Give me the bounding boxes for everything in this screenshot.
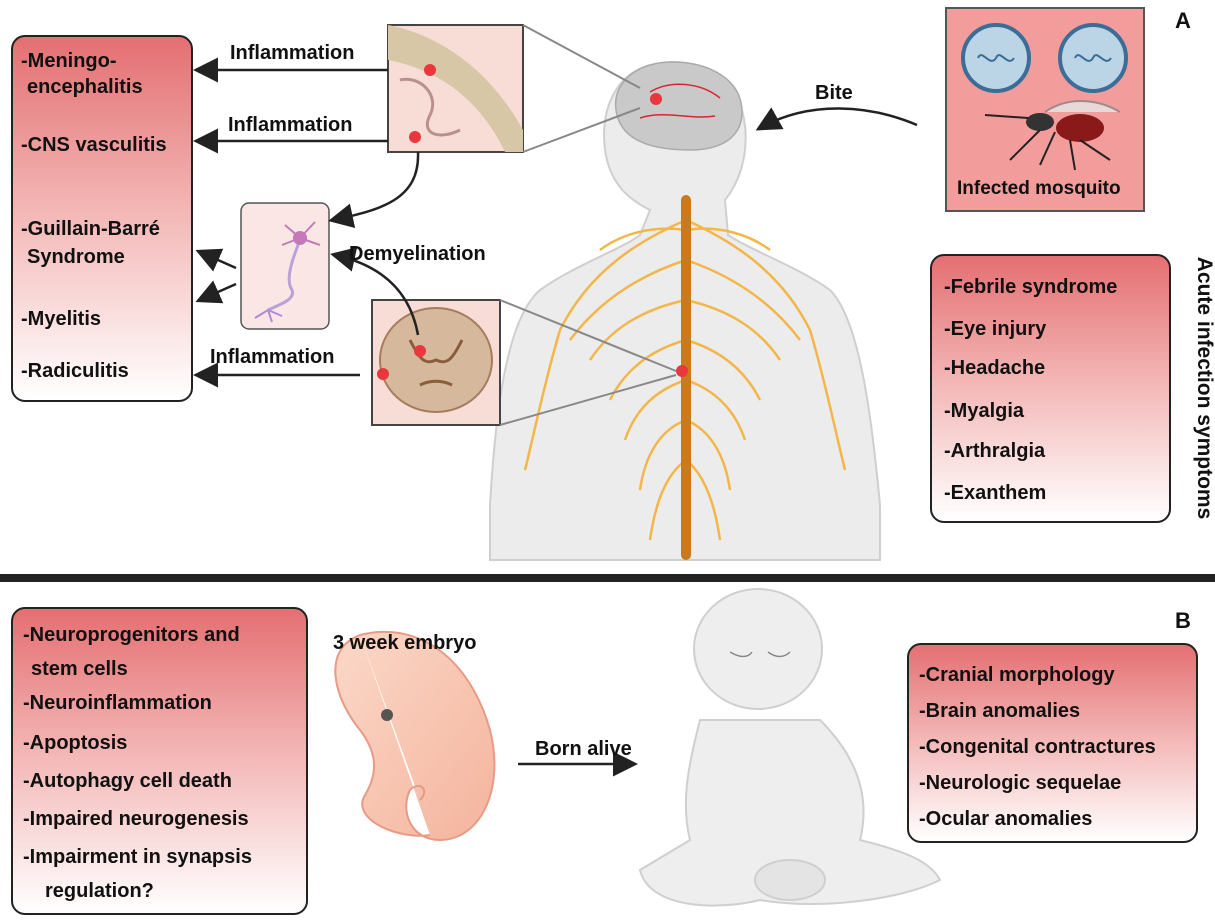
cellular-effects-box: -Neuroprogenitors and stem cells -Neuroi… (11, 607, 308, 915)
embryo-label: 3 week embryo (333, 632, 476, 655)
list-item: -Neuroinflammation (23, 691, 212, 715)
congenital-outcomes-box: -Cranial morphology -Brain anomalies -Co… (907, 643, 1198, 843)
list-item: -Eye injury (944, 317, 1046, 341)
embryo-figure (335, 632, 494, 840)
list-item: stem cells (31, 657, 128, 681)
cns-manifestations-box: -Meningo- encephalitis -CNS vasculitis -… (11, 35, 193, 402)
panel-b-letter: B (1175, 608, 1191, 634)
bite-label: Bite (815, 82, 853, 105)
list-item: -Congenital contractures (919, 735, 1156, 759)
list-item: -Myelitis (21, 307, 101, 331)
list-item: -Radiculitis (21, 359, 129, 383)
list-item: -Arthralgia (944, 439, 1045, 463)
list-item: -Febrile syndrome (944, 275, 1117, 299)
list-item: -Myalgia (944, 399, 1024, 423)
mosquito-caption: Infected mosquito (957, 178, 1121, 200)
list-item: -Neurologic sequelae (919, 771, 1121, 795)
neuron-box (241, 203, 329, 329)
list-item: -Ocular anomalies (919, 807, 1092, 831)
list-item: Syndrome (27, 245, 125, 269)
list-item: encephalitis (27, 75, 143, 99)
inflammation-label-vessels: Inflammation (228, 114, 352, 137)
inflammation-label-brain: Inflammation (230, 42, 354, 65)
list-item: -Autophagy cell death (23, 769, 232, 793)
baby-figure (640, 589, 940, 906)
brain-zoom-box (388, 25, 640, 152)
acute-infection-vertical-title: Acute infection symptoms (1192, 253, 1215, 523)
list-item: -Exanthem (944, 481, 1046, 505)
brain-shape (616, 62, 742, 150)
acute-symptoms-box: -Febrile syndrome -Eye injury -Headache … (930, 254, 1171, 523)
inflammation-label-spine: Inflammation (210, 346, 334, 369)
born-alive-label: Born alive (535, 738, 632, 761)
section-divider (0, 574, 1215, 582)
demyelination-label: Demyelination (349, 243, 486, 266)
list-item: -Brain anomalies (919, 699, 1080, 723)
list-item: regulation? (45, 879, 154, 903)
list-item: -Impaired neurogenesis (23, 807, 249, 831)
list-item: -Headache (944, 356, 1045, 380)
spinal-lesion-dot (676, 365, 688, 377)
list-item: -Neuroprogenitors and (23, 623, 240, 647)
list-item: -Impairment in synapsis (23, 845, 252, 869)
spinal-cord (681, 195, 691, 560)
panel-a-letter: A (1175, 8, 1191, 34)
list-item: -Cranial morphology (919, 663, 1115, 687)
list-item: -Guillain-Barré (21, 217, 160, 241)
list-item: -Apoptosis (23, 731, 127, 755)
brain-lesion-dot (650, 93, 662, 105)
list-item: -CNS vasculitis (21, 133, 167, 157)
list-item: -Meningo- (21, 49, 117, 73)
